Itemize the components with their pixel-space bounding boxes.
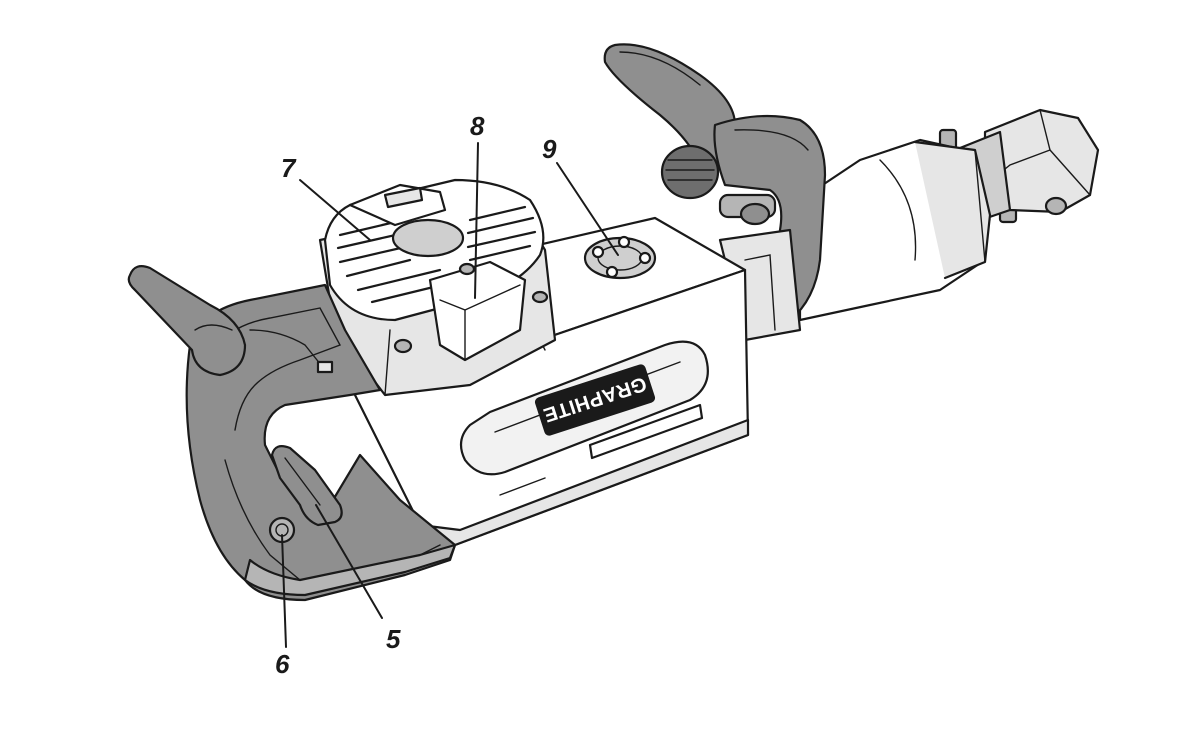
tool-holder bbox=[938, 108, 1100, 224]
oil-cap bbox=[583, 235, 657, 280]
callout-9: 9 bbox=[542, 134, 557, 164]
leader-7 bbox=[299, 179, 371, 241]
callout-5: 5 bbox=[386, 624, 401, 654]
leader-5 bbox=[315, 504, 383, 619]
leader-6 bbox=[281, 534, 287, 648]
leader-8 bbox=[474, 142, 479, 299]
front-housing bbox=[798, 138, 992, 322]
leader-9 bbox=[556, 162, 619, 256]
trigger-switch bbox=[270, 445, 343, 527]
main-handle bbox=[127, 265, 457, 602]
callout-6: 6 bbox=[275, 649, 290, 679]
side-handle bbox=[603, 43, 827, 327]
callout-7: 7 bbox=[281, 153, 297, 183]
motor-housing bbox=[318, 178, 557, 397]
callout-leaders bbox=[281, 142, 619, 648]
callout-8: 8 bbox=[470, 111, 485, 141]
cooling-fins bbox=[336, 205, 537, 304]
callout-labels: 7 8 9 5 6 bbox=[275, 111, 557, 679]
